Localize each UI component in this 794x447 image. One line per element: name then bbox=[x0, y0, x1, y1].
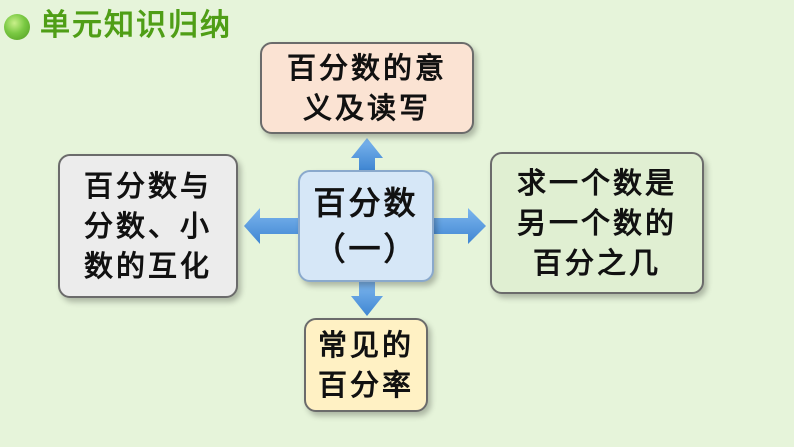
topic-line: 百分数与 bbox=[83, 169, 212, 203]
central-topic-line: （一） bbox=[313, 230, 419, 268]
central-topic-line: 百分数 bbox=[313, 184, 419, 222]
arrow-down-icon bbox=[351, 282, 383, 316]
arrow-left-icon bbox=[244, 208, 298, 244]
topic-line: 百分率 bbox=[317, 368, 414, 402]
topic-line: 百分数的意 bbox=[286, 51, 447, 85]
arrow-up-icon bbox=[351, 138, 383, 170]
topic-line: 另一个数的 bbox=[516, 206, 677, 240]
topic-box-common-rates: 常见的 百分率 bbox=[304, 318, 428, 412]
topic-line: 分数、小 bbox=[83, 209, 212, 243]
topic-box-percentage-of: 求一个数是 另一个数的 百分之几 bbox=[490, 152, 704, 294]
topic-line: 常见的 bbox=[317, 328, 414, 362]
arrow-right-icon bbox=[434, 208, 486, 244]
topic-box-conversion: 百分数与 分数、小 数的互化 bbox=[58, 154, 238, 298]
topic-box-meaning: 百分数的意 义及读写 bbox=[260, 42, 474, 134]
topic-line: 数的互化 bbox=[83, 249, 212, 283]
header-bullet-icon bbox=[4, 14, 30, 40]
topic-line: 百分之几 bbox=[532, 246, 661, 280]
topic-line: 义及读写 bbox=[302, 91, 431, 125]
central-topic-box: 百分数 （一） bbox=[298, 170, 434, 282]
page-title: 单元知识归纳 bbox=[40, 8, 232, 43]
topic-line: 求一个数是 bbox=[516, 166, 677, 200]
